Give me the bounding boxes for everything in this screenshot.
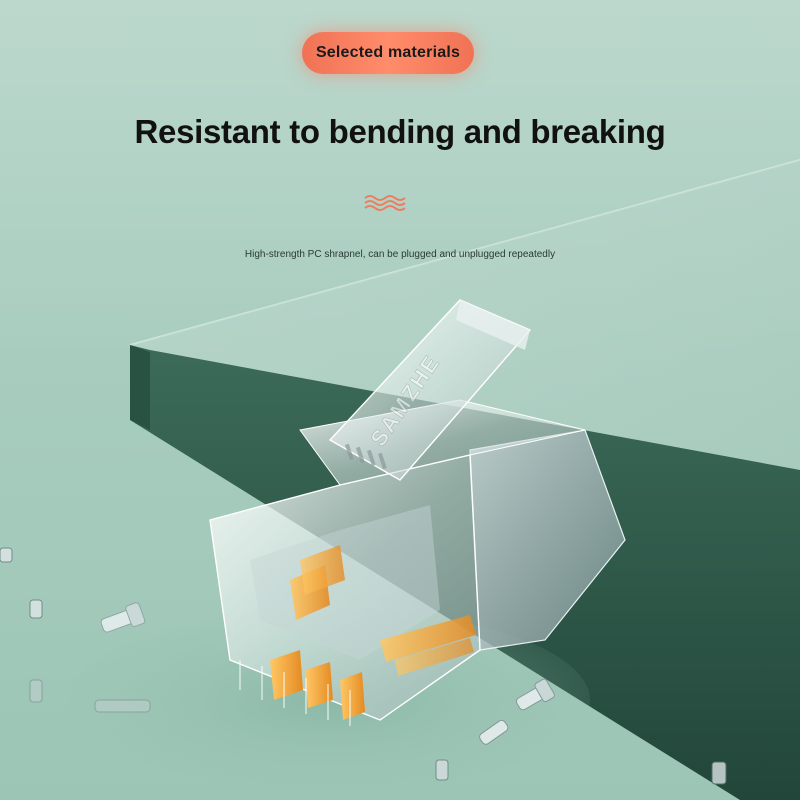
platform-edge <box>130 345 150 430</box>
latch-grip <box>344 443 387 470</box>
subheadline: High-strength PC shrapnel, can be plugge… <box>244 249 556 260</box>
wave-decoration-icon <box>364 195 406 211</box>
gold-contacts <box>270 545 476 720</box>
connector-inner <box>250 505 440 660</box>
scattered-pieces <box>0 547 727 785</box>
badge-label: Selected materials <box>315 44 461 61</box>
selected-materials-badge: Selected materials <box>302 32 474 74</box>
connector-ridges <box>239 660 351 726</box>
headline: Resistant to bending and breaking <box>134 113 666 150</box>
